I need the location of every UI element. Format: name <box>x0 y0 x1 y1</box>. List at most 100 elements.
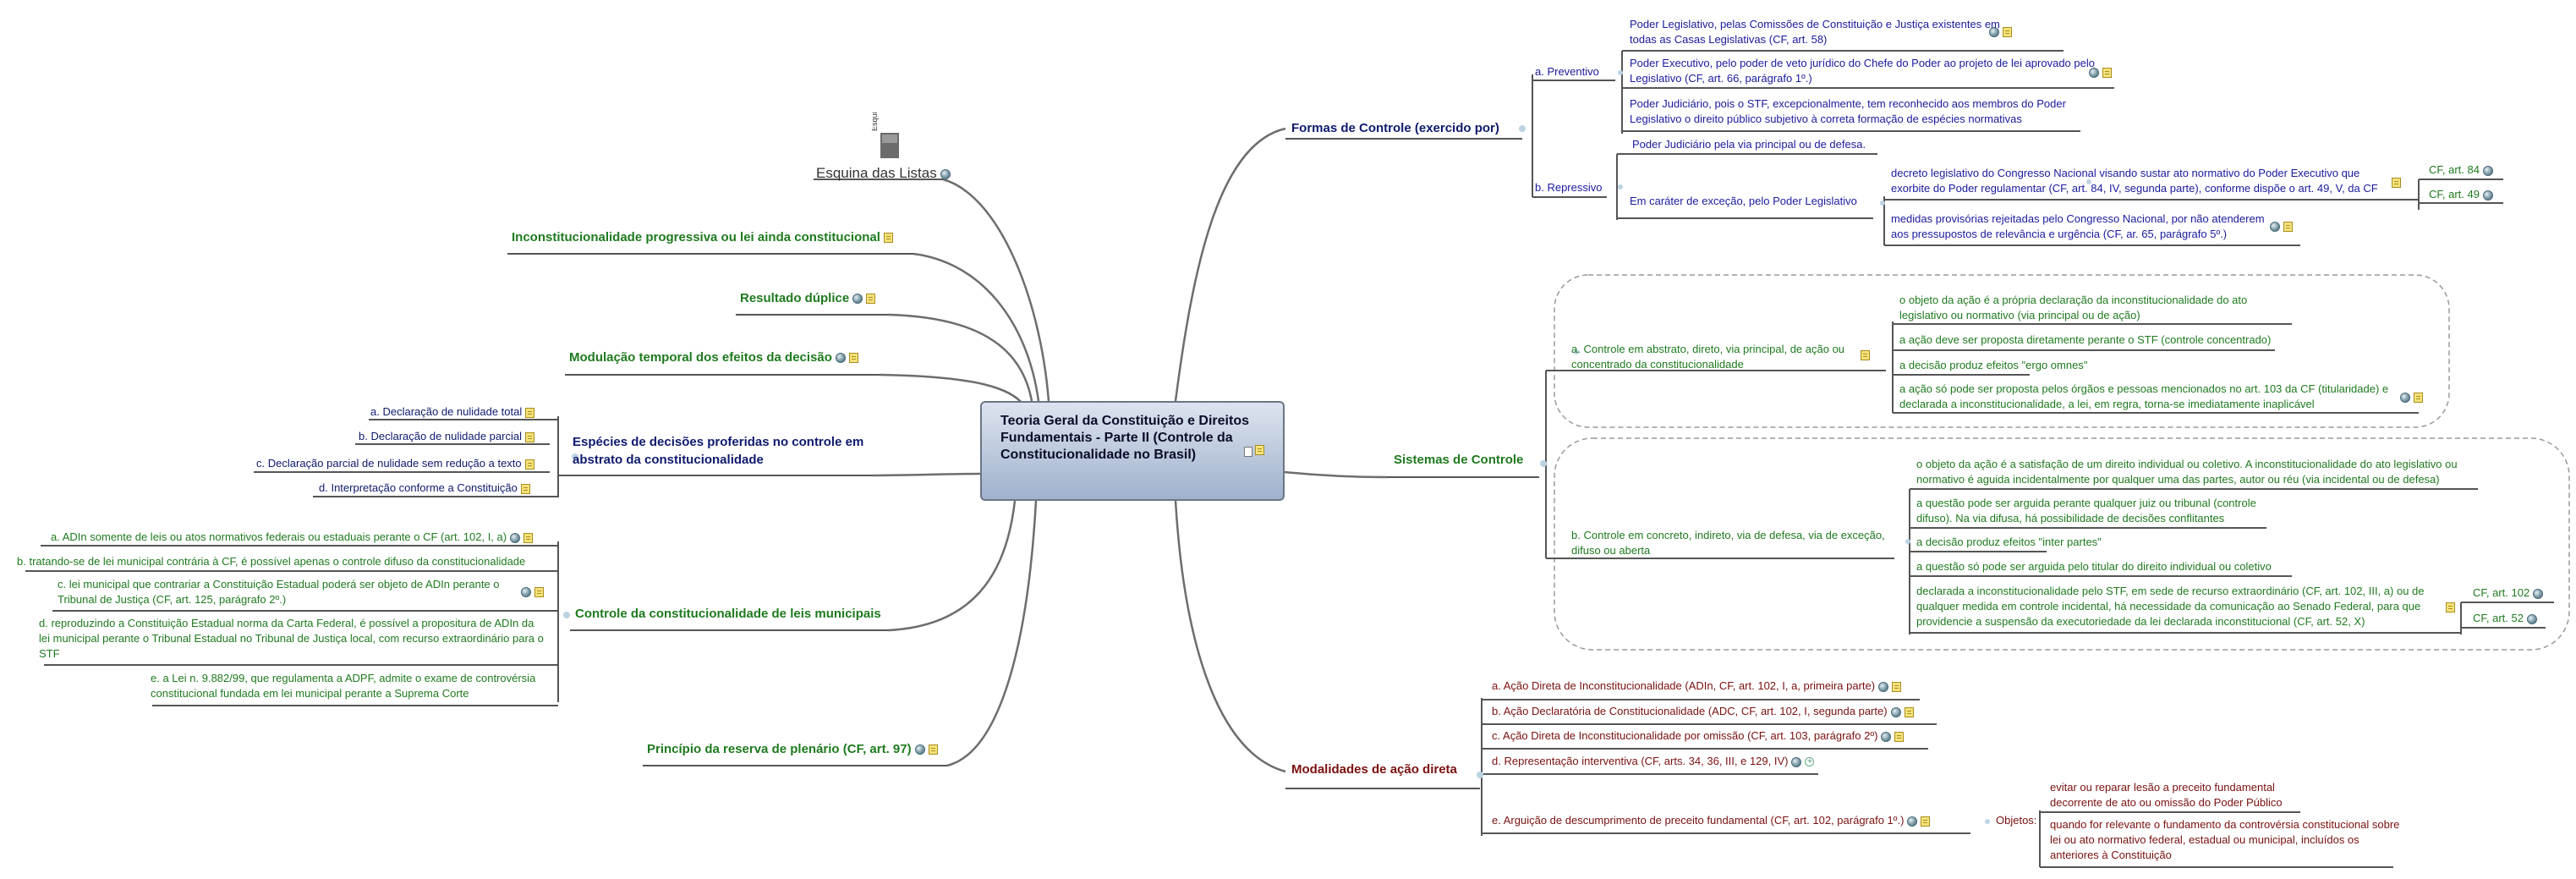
globe-icon[interactable] <box>2533 588 2544 599</box>
note-icon[interactable] <box>883 233 893 244</box>
topic-modulacao[interactable]: Modulação temporal dos efeitos da decisã… <box>569 350 858 365</box>
item-label: d. <box>39 617 48 629</box>
topic-municipais[interactable]: Controle da constitucionalidade de leis … <box>575 607 881 622</box>
concreto-item[interactable]: o objeto da ação é a satisfação de um di… <box>1916 457 2491 487</box>
globe-icon[interactable] <box>914 744 925 755</box>
modalidades-item[interactable]: b. Ação Declaratória de Constitucionalid… <box>1492 704 1914 719</box>
globe-icon[interactable] <box>1989 26 1999 37</box>
especies-item[interactable]: c. Declaração parcial de nulidade sem re… <box>256 456 534 471</box>
objetos-label[interactable]: Objetos: <box>1996 813 2036 828</box>
note-icon[interactable] <box>524 459 534 470</box>
globe-icon[interactable] <box>1791 756 1802 767</box>
globe-icon[interactable] <box>835 353 846 364</box>
municipais-item[interactable]: e. a Lei n. 9.882/99, que regulamenta a … <box>151 671 556 701</box>
logo-caption[interactable]: Esquina das Listas <box>816 166 951 181</box>
formas-repressivo[interactable]: b. Repressivo <box>1535 180 1602 195</box>
note-icon[interactable] <box>2414 392 2423 403</box>
ref-cf49[interactable]: CF, art. 49 <box>2429 187 2493 202</box>
globe-icon[interactable] <box>1878 681 1889 692</box>
topic-plenario[interactable]: Princípio da reserva de plenário (CF, ar… <box>647 742 938 757</box>
concreto-item[interactable]: declarada a inconstitucionalidade pelo S… <box>1916 584 2458 629</box>
topic-especies[interactable]: Espécies de decisões proferidas no contr… <box>573 433 877 469</box>
formas-preventivo[interactable]: a. Preventivo <box>1535 64 1599 80</box>
topic-modalidades[interactable]: Modalidades de ação direta <box>1291 762 1457 777</box>
preventivo-item[interactable]: Poder Judiciário, pois o STF, excepciona… <box>1630 96 2078 127</box>
modalidades-item[interactable]: a. Ação Direta de Inconstitucionalidade … <box>1492 678 1902 694</box>
especies-item[interactable]: a. Declaração de nulidade total <box>370 404 535 420</box>
globe-icon[interactable] <box>1881 731 1892 742</box>
repressivo-judiciario[interactable]: Poder Judiciário pela via principal ou d… <box>1632 137 1866 152</box>
globe-icon[interactable] <box>852 294 863 305</box>
modalidades-item[interactable]: e. Arguição de descumprimento de preceit… <box>1492 813 1931 828</box>
expand-icon[interactable]: + <box>1805 757 1815 767</box>
item-text: Arguição de descumprimento de preceito f… <box>1503 814 1905 827</box>
globe-icon[interactable] <box>940 168 951 179</box>
note-icon[interactable] <box>534 586 544 597</box>
note-icon[interactable] <box>1894 731 1905 742</box>
globe-icon[interactable] <box>2089 67 2099 78</box>
topic-sistemas[interactable]: Sistemas de Controle <box>1394 453 1523 468</box>
sistemas-abstrato[interactable]: a. Controle em abstrato, direto, via pri… <box>1571 342 1859 372</box>
globe-icon[interactable] <box>2400 392 2410 403</box>
note-icon[interactable] <box>1904 706 1914 717</box>
topic-inconstitucionalidade[interactable]: Inconstitucionalidade progressiva ou lei… <box>512 230 893 245</box>
ref-cf102[interactable]: CF, art. 102 <box>2473 585 2544 601</box>
objetos-item[interactable]: quando for relevante o fundamento da con… <box>2050 817 2405 863</box>
objetos-item[interactable]: evitar ou reparar lesão a preceito funda… <box>2050 780 2329 810</box>
note-icon[interactable] <box>524 431 534 442</box>
note-icon[interactable] <box>2102 67 2112 78</box>
ref-cf84[interactable]: CF, art. 84 <box>2429 162 2493 178</box>
concreto-item[interactable]: a decisão produz efeitos "inter partes" <box>1916 535 2102 550</box>
modalidades-item[interactable]: d. Representação interventiva (CF, arts.… <box>1492 754 1815 769</box>
item-text: o objeto da ação é a própria declaração … <box>1899 294 2248 321</box>
topic-resultado[interactable]: Resultado dúplice <box>740 291 876 306</box>
abstrato-item[interactable]: o objeto da ação é a própria declaração … <box>1899 293 2288 323</box>
globe-icon[interactable] <box>510 532 521 543</box>
municipais-item[interactable]: c. lei municipal que contrariar a Consti… <box>58 577 514 607</box>
repressivo-excecao[interactable]: Em caráter de exceção, pelo Poder Legisl… <box>1630 194 1857 209</box>
globe-icon[interactable] <box>2270 221 2280 232</box>
sistemas-concreto[interactable]: b. Controle em concreto, indireto, via d… <box>1571 528 1910 558</box>
ref-cf52[interactable]: CF, art. 52 <box>2473 611 2537 626</box>
municipais-item[interactable]: d. reproduzindo a Constituição Estadual … <box>39 616 546 662</box>
globe-icon[interactable] <box>2482 190 2493 201</box>
note-icon[interactable] <box>1255 445 1264 455</box>
globe-icon[interactable] <box>1907 816 1918 827</box>
topic-formas[interactable]: Formas de Controle (exercido por) <box>1291 121 1499 136</box>
globe-icon[interactable] <box>2482 165 2493 176</box>
concreto-item[interactable]: a questão pode ser arguida perante qualq… <box>1916 496 2280 526</box>
note-icon[interactable] <box>520 483 530 494</box>
note-icon[interactable] <box>2003 26 2012 37</box>
note-icon[interactable] <box>866 294 876 305</box>
note-icon[interactable] <box>1861 349 1870 360</box>
note-icon[interactable] <box>928 744 938 755</box>
note-icon[interactable] <box>848 353 858 364</box>
preventivo-item[interactable]: Poder Legislativo, pelas Comissões de Co… <box>1630 17 2010 47</box>
repressivo-decreto[interactable]: decreto legislativo do Congresso Naciona… <box>1891 166 2398 196</box>
municipais-item[interactable]: b. tratando-se de lei municipal contrári… <box>17 554 525 569</box>
note-icon[interactable] <box>1921 816 1931 827</box>
note-icon[interactable] <box>2446 602 2455 613</box>
municipais-item[interactable]: a. ADIn somente de leis ou atos normativ… <box>51 530 534 545</box>
central-topic[interactable]: Teoria Geral da Constituição e Direitos … <box>980 401 1285 501</box>
note-icon[interactable] <box>523 532 534 543</box>
abstrato-item[interactable]: a ação deve ser proposta diretamente per… <box>1899 332 2271 348</box>
esquina-logo: Esquina <box>870 103 904 163</box>
globe-icon[interactable] <box>2526 613 2537 624</box>
globe-icon[interactable] <box>1890 706 1901 717</box>
globe-icon[interactable] <box>521 586 531 597</box>
concreto-item[interactable]: a questão só pode ser arguida pelo titul… <box>1916 559 2272 574</box>
repressivo-medidas[interactable]: medidas provisórias rejeitadas pelo Cong… <box>1891 212 2280 242</box>
note-icon[interactable] <box>1892 681 1902 692</box>
abstrato-item[interactable]: a decisão produz efeitos "ergo omnes" <box>1899 358 2087 373</box>
abstrato-item[interactable]: a ação só pode ser proposta pelos órgãos… <box>1899 382 2407 412</box>
preventivo-item[interactable]: Poder Executivo, pelo poder de veto jurí… <box>1630 56 2103 86</box>
especies-item[interactable]: b. Declaração de nulidade parcial <box>359 429 534 444</box>
note-icon[interactable] <box>525 407 535 418</box>
note-icon[interactable] <box>2283 221 2293 232</box>
especies-item[interactable]: d. Interpretação conforme a Constituição <box>319 481 530 496</box>
modalidades-item[interactable]: c. Ação Direta de Inconstitucionalidade … <box>1492 728 1905 744</box>
note-icon[interactable] <box>2392 177 2401 188</box>
branch-formas <box>1174 127 1286 402</box>
ref-text: CF, art. 49 <box>2429 188 2480 201</box>
